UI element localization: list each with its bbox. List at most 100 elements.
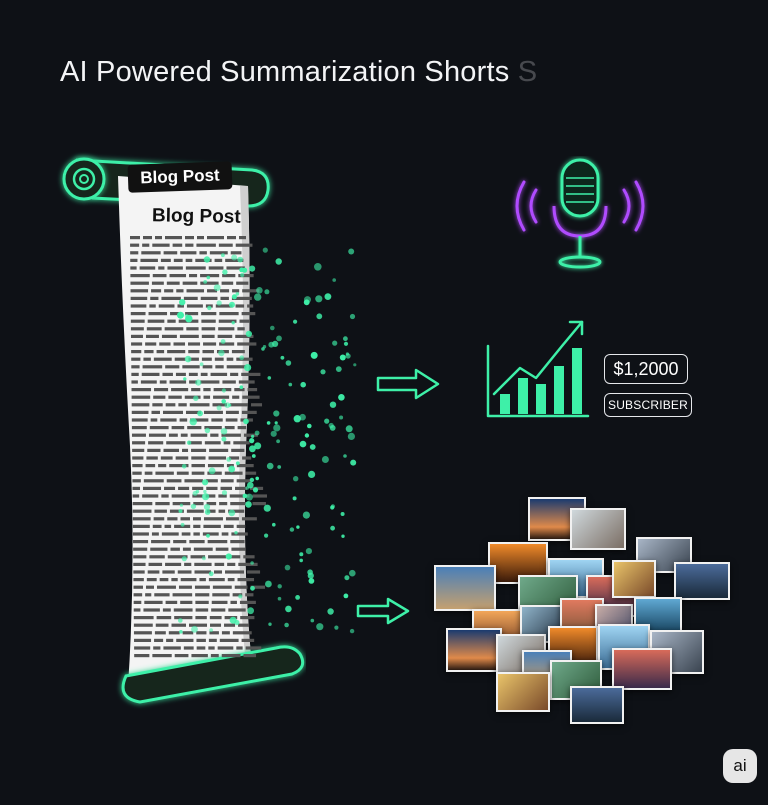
text-line bbox=[194, 562, 212, 566]
particle-dot bbox=[266, 421, 271, 425]
text-line bbox=[176, 471, 189, 475]
video-thumbnail bbox=[570, 508, 626, 550]
text-line bbox=[197, 236, 204, 240]
particle-dot bbox=[225, 553, 232, 560]
text-line bbox=[179, 334, 199, 338]
particle-dot bbox=[250, 561, 254, 565]
text-line bbox=[232, 395, 240, 399]
text-line bbox=[131, 433, 146, 437]
text-line bbox=[221, 654, 241, 658]
text-line bbox=[201, 357, 212, 361]
text-line bbox=[132, 471, 142, 475]
particle-dot bbox=[235, 292, 240, 296]
text-line bbox=[230, 403, 249, 407]
particle-dot bbox=[221, 436, 227, 442]
particle-dot bbox=[304, 433, 310, 438]
text-line bbox=[131, 410, 149, 414]
text-line bbox=[245, 646, 262, 650]
particle-dot bbox=[181, 464, 187, 469]
text-line bbox=[130, 281, 149, 285]
text-line bbox=[224, 623, 236, 627]
text-line bbox=[149, 555, 165, 559]
text-line bbox=[217, 646, 234, 650]
particle-dot bbox=[249, 477, 255, 483]
text-line bbox=[186, 304, 203, 308]
particle-dot bbox=[277, 584, 282, 589]
text-line bbox=[209, 631, 219, 635]
particle-dot bbox=[276, 335, 282, 342]
text-line bbox=[201, 319, 216, 323]
particle-dot bbox=[316, 313, 323, 320]
text-line bbox=[142, 494, 159, 498]
particle-dot bbox=[213, 284, 221, 292]
text-line bbox=[183, 646, 194, 650]
text-line bbox=[171, 388, 189, 392]
video-thumbnail bbox=[496, 672, 550, 712]
particle-dot bbox=[307, 572, 314, 579]
particle-dot bbox=[203, 280, 208, 284]
text-line bbox=[207, 540, 228, 544]
particle-dot bbox=[289, 527, 295, 532]
text-line bbox=[238, 274, 254, 278]
text-line bbox=[130, 327, 144, 331]
particle-dot bbox=[221, 253, 225, 258]
text-line bbox=[223, 441, 231, 445]
text-line bbox=[224, 471, 243, 475]
particle-dot bbox=[299, 558, 304, 563]
text-line bbox=[231, 532, 248, 536]
particle-dot bbox=[305, 548, 312, 555]
text-line bbox=[219, 342, 235, 346]
text-line bbox=[163, 251, 178, 255]
text-line bbox=[214, 357, 224, 361]
text-line bbox=[186, 509, 204, 513]
text-line bbox=[207, 464, 224, 468]
text-line bbox=[208, 266, 224, 270]
particle-dot bbox=[273, 424, 281, 432]
particle-dot bbox=[249, 445, 256, 453]
text-line bbox=[165, 403, 176, 407]
particle-dot bbox=[251, 434, 255, 438]
text-line bbox=[133, 608, 141, 612]
particle-dot bbox=[277, 596, 282, 601]
text-line bbox=[193, 524, 201, 528]
text-line bbox=[171, 623, 187, 627]
text-line bbox=[148, 433, 166, 437]
text-line bbox=[186, 327, 199, 331]
text-line bbox=[208, 578, 225, 582]
text-line bbox=[239, 319, 251, 323]
text-line bbox=[207, 236, 224, 240]
text-line bbox=[210, 623, 222, 627]
particle-dot bbox=[344, 575, 350, 581]
text-line bbox=[182, 547, 191, 551]
text-line bbox=[182, 365, 200, 369]
particle-dot bbox=[254, 293, 262, 301]
text-line bbox=[206, 486, 218, 490]
text-line bbox=[155, 623, 169, 627]
video-thumbnail bbox=[674, 562, 730, 600]
particle-dot bbox=[275, 258, 282, 265]
text-line bbox=[151, 281, 164, 285]
particle-dot bbox=[284, 564, 291, 571]
text-line bbox=[185, 243, 194, 247]
text-line bbox=[188, 342, 201, 346]
particle-dot bbox=[221, 490, 228, 496]
text-line bbox=[231, 448, 245, 452]
text-line bbox=[241, 517, 257, 521]
particle-dot bbox=[267, 376, 272, 380]
text-line bbox=[196, 646, 206, 650]
particle-dot bbox=[186, 440, 192, 445]
particle-dot bbox=[203, 489, 207, 494]
particle-dot bbox=[231, 321, 235, 325]
text-line bbox=[241, 410, 257, 414]
text-line bbox=[144, 350, 154, 354]
text-line bbox=[132, 456, 144, 460]
text-line bbox=[156, 585, 176, 589]
text-line bbox=[145, 342, 157, 346]
text-line bbox=[230, 600, 237, 604]
text-line bbox=[175, 456, 189, 460]
text-line bbox=[166, 281, 180, 285]
text-line bbox=[165, 562, 182, 566]
text-line bbox=[132, 494, 140, 498]
text-line bbox=[130, 304, 147, 308]
text-line bbox=[208, 456, 227, 460]
